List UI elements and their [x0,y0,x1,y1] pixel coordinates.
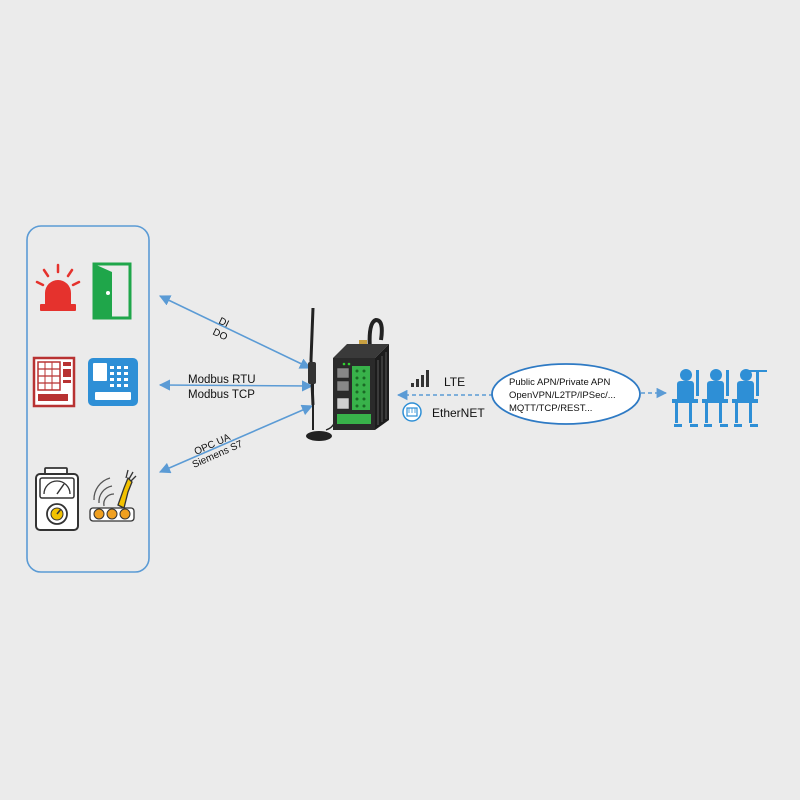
link-io-arrow [158,295,312,369]
users-workstations-icon [672,369,767,427]
cloud-text-vpn: OpenVPN/L2TP/IPSec/... [509,390,616,401]
cloud-text-protocols: MQTT/TCP/REST... [509,403,592,414]
link-modbus-arrow [158,379,314,392]
lte-signal-icon [411,370,429,387]
uplink-label-ethernet: EtherNET [432,406,485,420]
iot-gateway-device [333,317,389,430]
door-icon [92,262,132,320]
robot-arm-icon [89,469,137,522]
ethernet-icon [402,402,422,422]
cloud-text-apn: Public APN/Private APN [509,377,611,388]
vending-machine-icon [32,356,76,408]
antenna-icon [306,307,336,441]
link-label-do: DO [211,327,230,344]
network-cloud-ellipse [491,363,641,425]
meter-gauge-icon [35,467,79,531]
link-label-modbus-rtu: Modbus RTU [188,374,256,386]
uplink-label-lte: LTE [444,375,465,389]
field-devices-panel [26,225,150,573]
link-opc-arrow [158,404,314,474]
link-label-di: DI [217,316,231,330]
alarm-light-icon [35,263,81,311]
access-keypad-icon [88,358,138,406]
link-label-modbus-tcp: Modbus TCP [188,389,255,401]
